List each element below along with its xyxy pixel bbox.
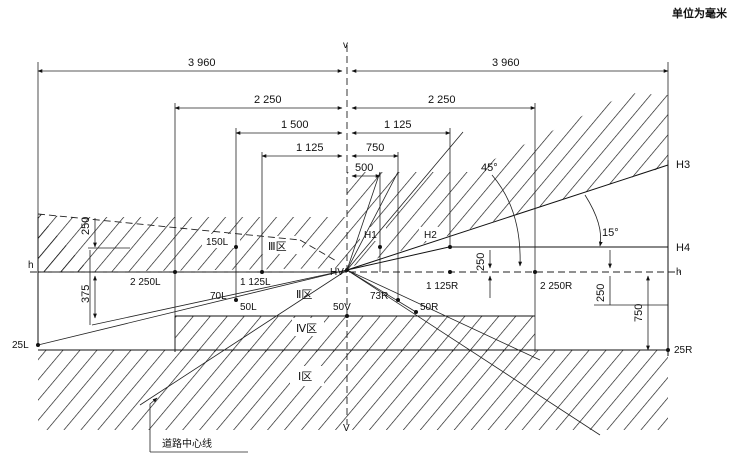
zone4-hatch [175,316,535,352]
point-50R: 50R [420,302,438,313]
dim-1125-top-right: 1 125 [384,119,412,131]
point-25L: 25L [12,340,29,351]
point-1125L: 1 125L [240,277,271,288]
unit-note: 单位为毫米 [672,6,728,20]
dim-2250-left: 2 250 [254,94,282,106]
dim-250-left: 250 [80,217,92,235]
road-centerline-label: 道路中心线 [162,437,212,450]
point-2250R: 2 250R [540,281,572,292]
point-50L: 50L [240,302,257,313]
point-150L: 150L [206,237,229,248]
dim-3960-right: 3 960 [492,57,520,69]
dim-250-center: 250 [475,253,487,271]
zone1-label: Ⅰ区 [298,371,312,383]
dim-1125-left: 1 125 [296,142,324,154]
dim-750-right: 750 [633,304,645,322]
point-70L: 70L [210,291,227,302]
point-50V: 50V [333,302,351,313]
h-axis-left-label: h [28,260,34,271]
v-axis-bottom-label: V [343,423,350,434]
point-H2: H2 [424,230,437,241]
zone3-hatch-left [38,214,347,272]
v-axis-top-label: v [343,40,348,51]
point-HV: HV [330,267,344,278]
zone3-hatch [38,93,668,272]
dim-375: 375 [80,285,92,303]
dim-250-right: 250 [595,284,607,302]
zone3-label: Ⅲ区 [268,241,287,253]
point-2250L: 2 250L [130,277,161,288]
zone1-hatch [38,350,668,430]
dim-500: 500 [355,162,373,174]
zone2-label: Ⅱ区 [296,289,312,301]
zone4-label: Ⅳ区 [296,323,317,335]
angle-15: 15° [602,227,619,239]
point-H4: H4 [676,242,690,254]
point-H1: H1 [364,230,377,241]
point-25R: 25R [674,345,692,356]
point-1125R: 1 125R [426,281,458,292]
dim-2250-right: 2 250 [428,94,456,106]
dim-750: 750 [366,142,384,154]
dim-1500: 1 500 [281,119,309,131]
point-H3: H3 [676,159,690,171]
angle-45: 45° [481,162,498,174]
dim-3960-left: 3 960 [188,57,216,69]
h-axis-right-label: h [676,267,682,278]
point-markers [36,245,670,352]
point-73R: 73R [370,291,388,302]
